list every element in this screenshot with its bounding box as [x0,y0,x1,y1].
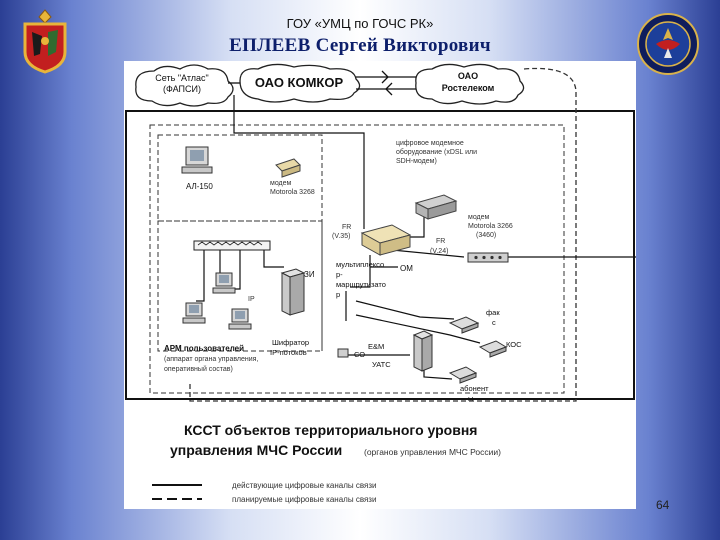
modem-equipment-label-line3: SDH-модем) [396,158,437,165]
em-label: E&M [368,342,384,351]
arm-label-line1: АРМ пользователей [164,344,244,353]
mux-label-line1: мультиплексо [336,260,384,269]
kos-label: КОС [506,340,522,349]
organization-title: ГОУ «УМЦ по ГОЧС РК» [286,16,434,31]
so-label: СО [354,350,365,359]
legend-solid-label: действующие цифровые каналы связи [232,481,377,490]
modem-rack-icon [467,252,509,263]
modem-3268-label-line2: Motorola 3268 [270,189,315,196]
al150-label: АЛ-150 [186,182,213,191]
fr-v24-label-line1: FR [436,238,445,245]
fr-router-icon [360,224,412,256]
modem-3460-label-line1: модем [468,214,490,221]
fax-label-line1: фак [486,308,500,317]
cloud-rostelecom: ОАО Ростелеком [415,63,525,105]
subscriber-phone-icon [448,366,478,384]
cloud-links [228,70,416,96]
fax-label-line2: с [492,318,496,327]
legend-dashed-label: планируемые цифровые каналы связи [232,495,376,504]
legend: действующие цифровые каналы связи планир… [152,481,377,504]
encryptor-label-line2: IP-потоков [270,348,307,357]
encryptor-label-line1: Шифратор [272,338,309,347]
author-name: ЕПЛЕЕВ Сергей Викторович [229,35,491,56]
slide-header: ГОУ «УМЦ по ГОЧС РК» ЕПЛЕЕВ Сергей Викто… [0,0,720,62]
komkor-text: ОАО КОМКОР [255,75,344,90]
fr-v35-label-line1: FR [342,224,351,231]
network-diagram: Сеть "Атлас" (ФАПСИ) ОАО КОМКОР ОАО Рост… [124,61,636,509]
kos-phone-icon [478,340,508,358]
server-tower-icon [280,268,306,316]
rostelecom-line1-text: ОАО [458,71,478,81]
zi-label: ЗИ [304,270,315,279]
diagram-title-line2: управления МЧС России [170,442,342,458]
workstation-pc-icon [212,272,236,294]
ip-label: IP [248,296,255,303]
workstation-pc-icon [182,302,206,324]
fr-v35-label-line2: (V.35) [332,233,350,240]
lan-bus-icon [193,240,271,251]
modem-3460-label-line2: Motorola 3266 [468,223,513,230]
arm-label-line3: оперативный состав) [164,365,233,373]
mchs-badge-emblem [637,13,699,75]
modem-equipment-label-line1: цифровое модемное [396,140,464,147]
mux-label-line2: р- [336,270,343,279]
workstation-pc-icon [228,308,252,330]
modem-3268-icon [275,158,301,178]
uats-label: УАТС [372,360,391,369]
rostelecom-line2-text: Ростелеком [442,83,495,93]
cloud-komkor: ОАО КОМКОР [239,63,361,103]
modem-3268-label-line1: модем [270,180,292,187]
sdh-modem-icon [414,194,458,220]
modem-equipment-label-line2: оборудование (xDSL или [396,148,477,156]
modem-3460-label-line3: (3460) [476,232,496,239]
territorial-level-frame [125,67,635,402]
subscribers-label-line2: ы [468,394,473,403]
fax-machine-icon [448,316,480,334]
subscribers-label-line1: абонент [460,384,489,393]
coat-of-arms-emblem [23,9,67,74]
om-label: ОМ [400,264,413,273]
diagram-title-line1: КССТ объектов территориального уровня [184,422,477,438]
diagram-title-note: (органов управления МЧС России) [364,447,501,457]
atlas-org-text: (ФАПСИ) [163,84,201,94]
cloud-atlas-network: Сеть "Атлас" (ФАПСИ) [135,64,234,107]
page-number: 64 [656,498,670,512]
atlas-name-text: Сеть "Атлас" [155,73,208,83]
fr-v24-label-line2: (V.24) [430,248,448,255]
mux-label-line4: р [336,290,340,299]
computer-al150-icon [181,146,213,174]
so-device-icon [337,348,349,358]
mux-label-line3: маршрутизато [336,280,386,289]
arm-label-line2: (аппарат органа управления, [164,356,258,363]
pbx-cabinet-icon [412,330,434,372]
